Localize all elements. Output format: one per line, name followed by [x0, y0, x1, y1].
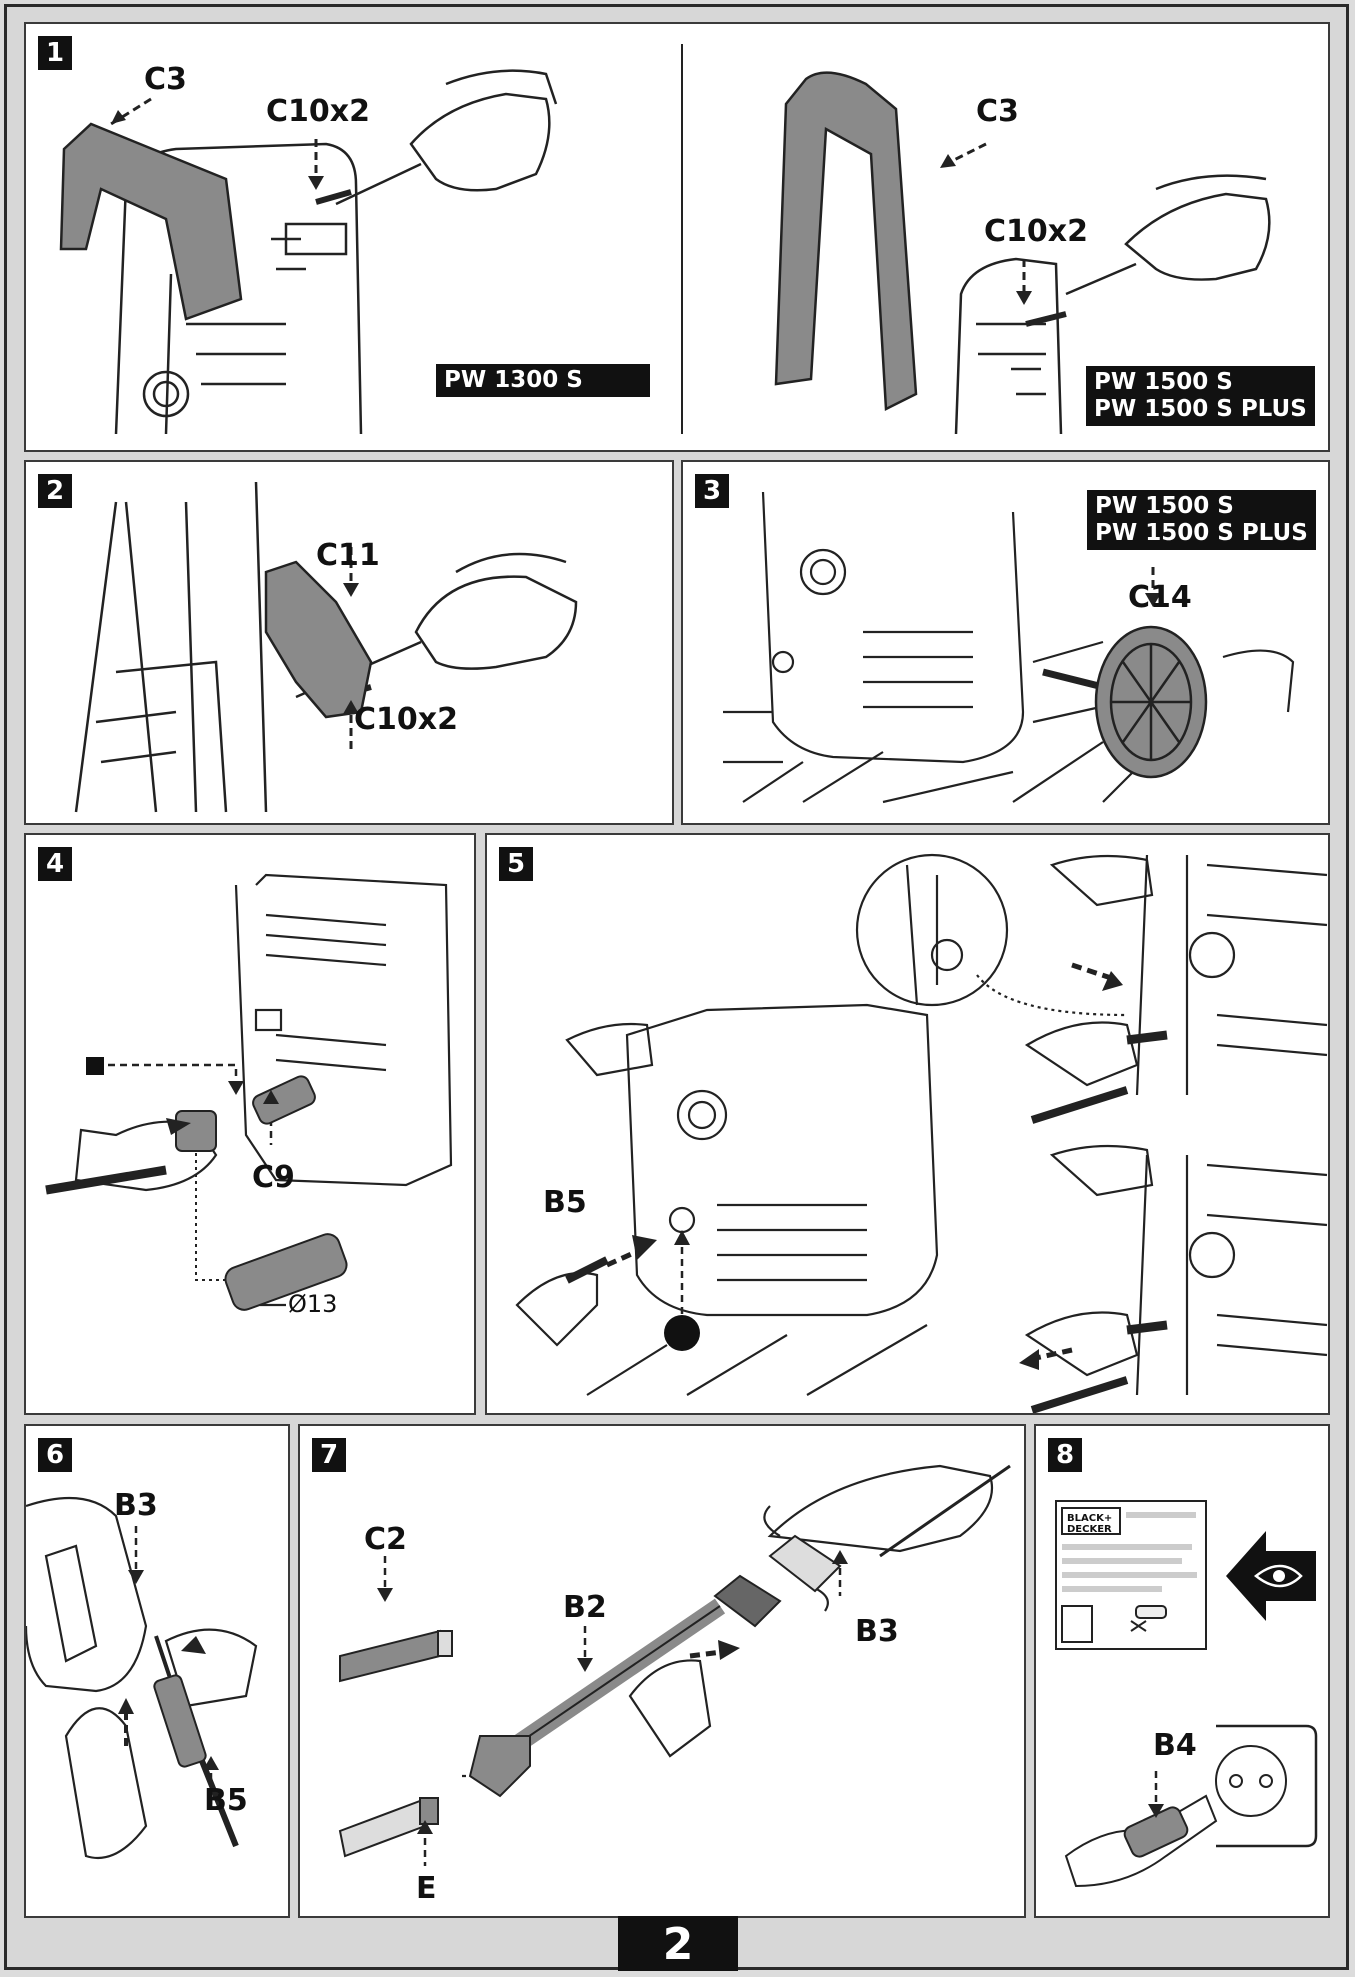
wheel-c14 [1094, 625, 1208, 779]
model-badge: PW 1500 S PW 1500 S PLUS [1087, 490, 1316, 550]
step-6-illustration [26, 1496, 258, 1860]
part-label-b5: B5 [204, 1783, 248, 1818]
brand-logo-text: BLACK+ DECKER [1067, 1513, 1113, 1535]
part-label-c10x2: C10x2 [266, 94, 370, 129]
diameter-label: Ø13 [288, 1290, 338, 1318]
step-3-panel: 3 C14 PW 1500 S PW 1500 S PLUS [681, 460, 1330, 825]
step-7-illustration [338, 1464, 1011, 1866]
step-number: 6 [38, 1438, 72, 1472]
step-4-illustration [45, 873, 453, 1311]
step-8-panel: 8 BLACK+ DECKER B4 [1034, 1424, 1330, 1918]
step-number: 4 [38, 847, 72, 881]
step-8-illustration [1055, 1500, 1318, 1888]
step-number: 8 [1048, 1438, 1082, 1472]
step-2-illustration [74, 481, 578, 813]
step-4-panel: 4 C9 Ø13 [24, 833, 476, 1415]
part-label-c11: C11 [316, 538, 380, 573]
part-label-b5: B5 [543, 1185, 587, 1220]
part-label-c10x2: C10x2 [354, 702, 458, 737]
part-label-b2: B2 [563, 1590, 607, 1625]
page-number: 2 [618, 1916, 738, 1971]
step-1-illustration [59, 44, 1271, 435]
step-1-panel: 1 [24, 22, 1330, 452]
part-label-c10x2: C10x2 [984, 214, 1088, 249]
step-5-panel: 5 [485, 833, 1330, 1415]
step-number: 5 [499, 847, 533, 881]
model-badge: PW 1300 S [436, 364, 650, 397]
part-label-b3: B3 [855, 1614, 899, 1649]
step-number: 3 [695, 474, 729, 508]
step-3-illustration [723, 491, 1295, 804]
model-badge: PW 1500 S PW 1500 S PLUS [1086, 366, 1315, 426]
part-label-c3: C3 [144, 62, 187, 97]
part-label-b4: B4 [1153, 1728, 1197, 1763]
step-7-panel: 7 C2 B2 [298, 1424, 1026, 1918]
part-label-c3: C3 [976, 94, 1019, 129]
step-6-panel: 6 B3 B5 [24, 1424, 290, 1918]
part-label-e: E [416, 1871, 437, 1906]
step-5-illustration [515, 853, 1328, 1413]
part-label-b3: B3 [114, 1488, 158, 1523]
part-label-c9: C9 [252, 1160, 295, 1195]
part-label-c2: C2 [364, 1522, 407, 1557]
step-number: 7 [312, 1438, 346, 1472]
step-2-panel: 2 C11 C10x2 [24, 460, 674, 825]
part-label-c14: C14 [1128, 580, 1192, 615]
step-number: 1 [38, 36, 72, 70]
step-number: 2 [38, 474, 72, 508]
